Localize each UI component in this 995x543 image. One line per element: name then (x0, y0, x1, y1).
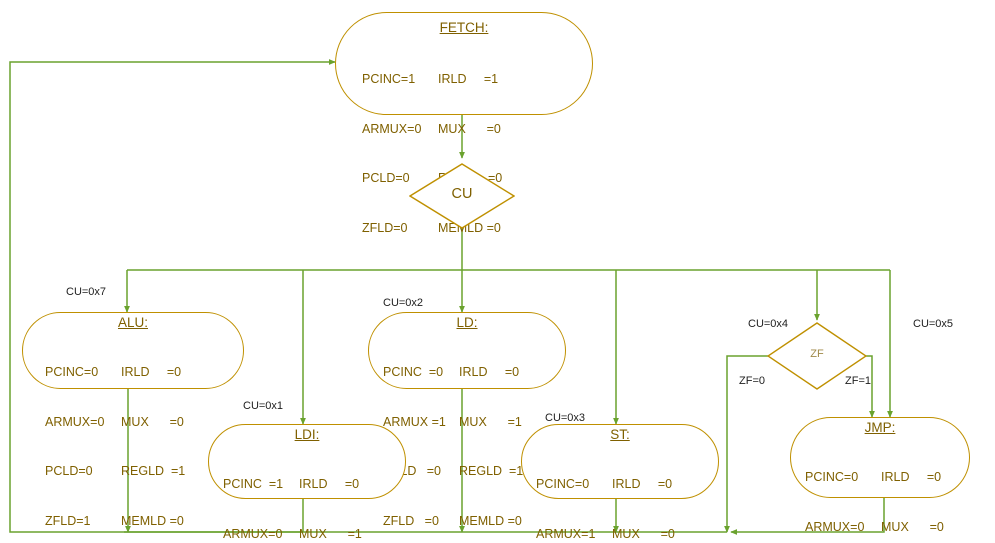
node-jmp-title: JMP: (864, 420, 896, 435)
field-left: ZFLD=1 (45, 513, 91, 528)
edge-zf1-to-jmp (865, 355, 875, 418)
edge-label-zf-0: ZF=0 (739, 375, 765, 387)
field-right: IRLD =0 (121, 365, 182, 379)
field-right: MUX =1 (459, 414, 522, 429)
field-right: MUX =0 (121, 414, 184, 429)
node-st-row-0: PCINC=0 IRLD =0 (536, 476, 718, 493)
edge-label-cu-0x5: CU=0x5 (913, 318, 954, 330)
edge-jmp-to-return (730, 498, 885, 535)
field-left: PCLD=0 (45, 464, 93, 478)
edge-label-zf-1: ZF=1 (845, 375, 871, 387)
field-left: PCINC =1 (223, 477, 284, 491)
node-fetch-title: FETCH: (439, 20, 489, 35)
node-ldi-row-0: PCINC =1 IRLD =0 (223, 476, 405, 493)
node-alu-row-0: PCINC=0 IRLD =0 (45, 364, 243, 381)
decision-zf-label: ZF (810, 348, 824, 360)
node-ld-title: LD: (456, 315, 478, 330)
field-left: ARMUX=0 (805, 519, 865, 534)
edge-label-cu-0x3: CU=0x3 (545, 412, 586, 424)
node-ld-row-1: ARMUX =1 MUX =1 (383, 414, 565, 431)
node-jmp-row-1: ARMUX=0 MUX =0 (805, 519, 969, 536)
field-left: ARMUX=0 (362, 121, 422, 136)
field-right: REGLD =1 (121, 464, 186, 478)
node-ld-row-0: PCINC =0 IRLD =0 (383, 364, 565, 381)
field-left: ZFLD =0 (383, 513, 439, 528)
node-ldi-title: LDI: (294, 427, 320, 442)
field-left: ARMUX=1 (536, 526, 596, 541)
node-alu-row-1: ARMUX=0 MUX =0 (45, 414, 243, 431)
edge-zf0-to-return (723, 355, 769, 533)
field-right: MUX =0 (438, 121, 501, 136)
field-right: MUX =0 (612, 526, 675, 541)
field-right: IRLD =0 (459, 365, 520, 379)
node-jmp-row-0: PCINC=0 IRLD =0 (805, 469, 969, 486)
field-left: PCINC=0 (45, 365, 99, 379)
node-alu-row-3: ZFLD=1 MEMLD =0 (45, 513, 243, 530)
node-st-title: ST: (610, 427, 630, 442)
field-left: PCINC=0 (536, 477, 590, 491)
node-alu-row-2: PCLD=0 REGLD =1 (45, 463, 243, 480)
field-left: ZFLD=0 (362, 220, 408, 235)
node-alu[interactable]: ALU: PCINC=0 IRLD =0 ARMUX=0 MUX =0 PCLD=0… (22, 312, 244, 528)
field-right: IRLD =0 (881, 470, 942, 484)
node-alu-body: PCINC=0 IRLD =0 ARMUX=0 MUX =0 PCLD=0 REGLD… (23, 331, 243, 543)
field-right: MEMLD =0 (459, 513, 522, 528)
field-left: ARMUX=0 (45, 414, 105, 429)
field-left: PCINC=0 (805, 470, 859, 484)
node-st-row-1: ARMUX=1 MUX =0 (536, 526, 718, 543)
node-ldi-row-1: ARMUX=0 MUX =1 (223, 526, 405, 543)
field-right: MEMLD =0 (121, 513, 184, 528)
decision-cu[interactable]: CU (408, 163, 516, 229)
field-left: PCINC =0 (383, 365, 444, 379)
node-fetch[interactable]: FETCH: PCINC=1 IRLD =1 ARMUX=0 MUX =0 PCLD… (335, 12, 593, 235)
decision-cu-label: CU (451, 186, 473, 202)
field-right: REGLD =1 (459, 464, 524, 478)
field-left: PCINC=1 (362, 72, 416, 86)
field-left: ARMUX =1 (383, 414, 446, 429)
field-right: MUX =1 (299, 526, 362, 541)
field-right: MUX =0 (881, 519, 944, 534)
field-left: PCLD=0 (362, 171, 410, 185)
edge-label-cu-0x1: CU=0x1 (243, 400, 284, 412)
edge-label-cu-0x2: CU=0x2 (383, 297, 424, 309)
node-ld-row-3: ZFLD =0 MEMLD =0 (383, 513, 565, 530)
node-fetch-row-1: ARMUX=0 MUX =0 (362, 121, 592, 138)
field-right: IRLD =0 (299, 477, 360, 491)
field-left: ARMUX=0 (223, 526, 283, 541)
node-fetch-row-0: PCINC=1 IRLD =1 (362, 71, 592, 88)
field-right: IRLD =1 (438, 72, 499, 86)
edge-label-cu-0x7: CU=0x7 (66, 286, 107, 298)
decision-zf[interactable]: ZF (766, 322, 868, 390)
field-right: IRLD =0 (612, 477, 673, 491)
node-alu-title: ALU: (117, 315, 148, 330)
edge-label-cu-0x4: CU=0x4 (748, 318, 789, 330)
